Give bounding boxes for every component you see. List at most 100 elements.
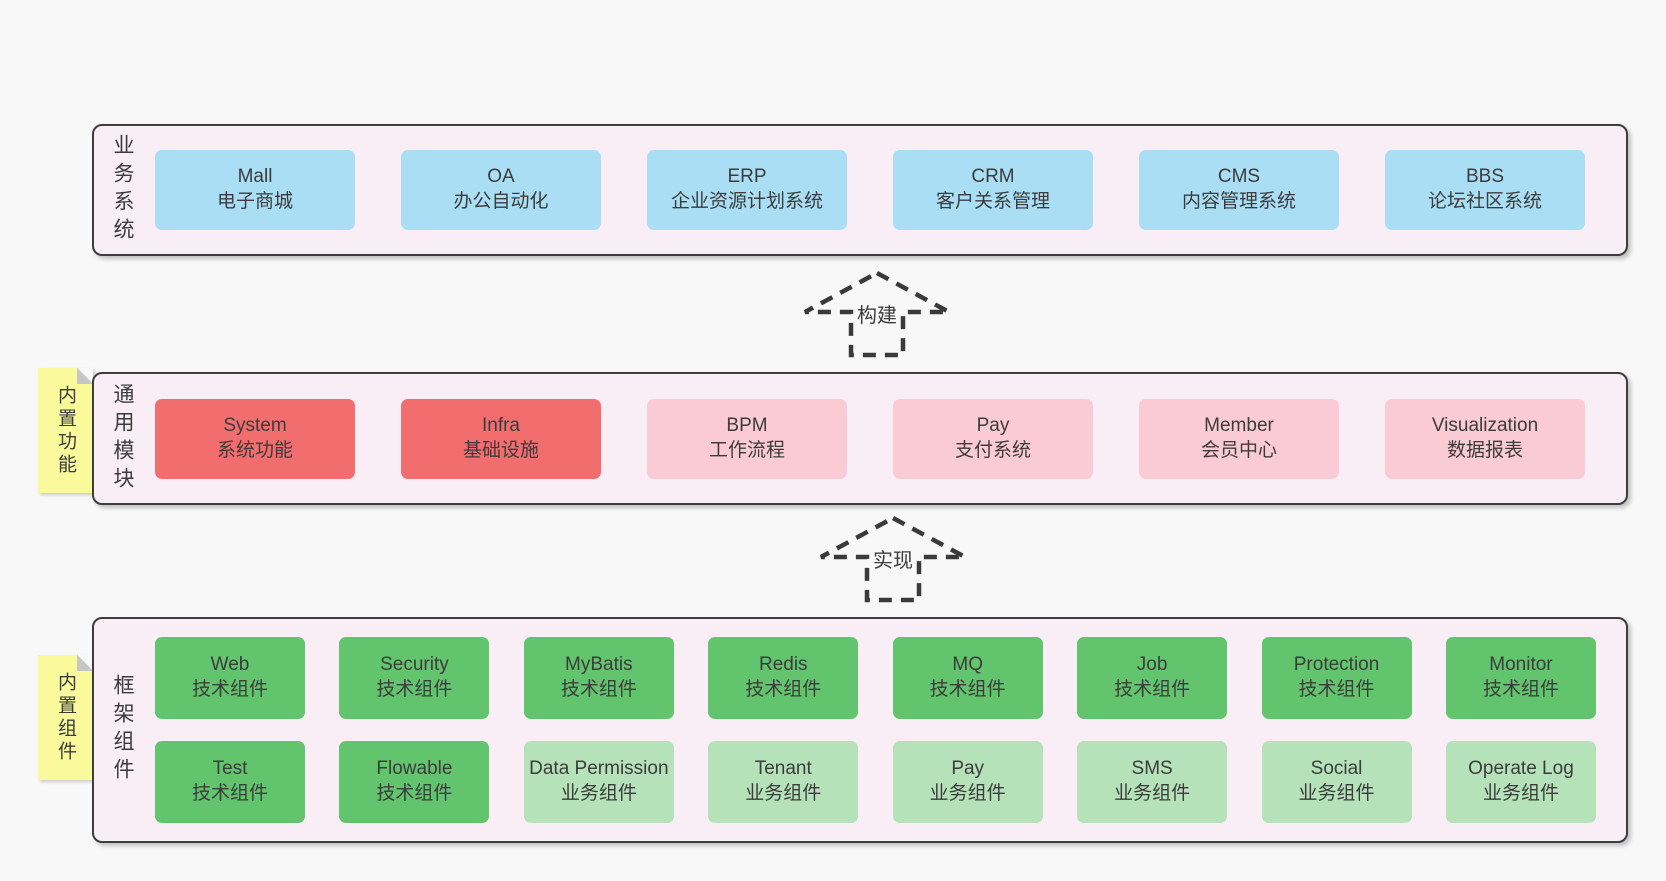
module-subtitle: 技术组件 (745, 679, 822, 700)
module-subtitle: 业务组件 (1114, 783, 1191, 804)
module-subtitle: 技术组件 (376, 679, 453, 700)
module-box: ERP 企业资源计划系统 (647, 150, 847, 230)
module-title: Visualization (1431, 414, 1539, 436)
module-title: Protection (1293, 654, 1380, 676)
arrow-build-label: 构建 (854, 299, 900, 328)
module-subtitle: 业务组件 (929, 783, 1006, 804)
module-title: Operate Log (1468, 758, 1574, 780)
module-title: Web (210, 654, 250, 676)
sticky-tag-built-in-components: 内置组件 (38, 655, 93, 780)
section-label: 业务系统 (111, 134, 134, 246)
module-subtitle: 电子商城 (216, 191, 293, 212)
module-box: Visualization 数据报表 (1385, 398, 1585, 479)
module-title: Pay (976, 414, 1010, 436)
up-arrow-icon (819, 515, 967, 603)
module-box: Pay 支付系统 (893, 398, 1093, 479)
module-title: Infra (481, 414, 521, 436)
module-box: Protection 技术组件 (1261, 637, 1412, 719)
module-subtitle: 技术组件 (1482, 679, 1559, 700)
module-title: Member (1204, 414, 1274, 436)
module-box: BPM 工作流程 (647, 398, 847, 479)
module-title: Pay (951, 758, 985, 780)
module-title: Security (380, 654, 449, 676)
module-subtitle: 会员中心 (1200, 439, 1277, 461)
module-title: CMS (1217, 166, 1261, 188)
module-box: MyBatis 技术组件 (523, 637, 674, 719)
module-title: Test (212, 758, 248, 780)
module-title: Data Permission (529, 758, 669, 780)
box-row: System 系统功能 Infra 基础设施 BPM 工作流程 Pay 支付系统… (155, 398, 1585, 479)
module-box: OA 办公自动化 (401, 150, 601, 230)
module-title: BPM (726, 414, 768, 436)
module-box: Redis 技术组件 (708, 637, 859, 719)
module-title: Mall (237, 166, 273, 188)
folded-corner-icon (77, 655, 93, 671)
section-label: 通用模块 (111, 382, 134, 495)
module-box: Test 技术组件 (155, 741, 305, 823)
module-box: Flowable 技术组件 (339, 741, 490, 823)
module-title: Flowable (376, 758, 453, 780)
module-subtitle: 企业资源计划系统 (670, 191, 823, 212)
module-title: Tenant (754, 758, 812, 780)
module-box: CMS 内容管理系统 (1139, 150, 1339, 230)
module-title: BBS (1465, 166, 1505, 188)
module-title: Social (1310, 758, 1363, 780)
module-title: CRM (971, 166, 1015, 188)
module-title: Monitor (1489, 654, 1553, 676)
module-box: Data Permission 业务组件 (523, 741, 674, 823)
box-row: Test 技术组件 Flowable 技术组件 Data Permission … (155, 741, 1596, 823)
module-subtitle: 技术组件 (191, 783, 268, 804)
section-label: 框架组件 (111, 674, 134, 786)
module-box: Tenant 业务组件 (708, 741, 859, 823)
module-box: System 系统功能 (155, 398, 355, 479)
module-box: Mall 电子商城 (155, 150, 355, 230)
up-arrow-icon (803, 270, 951, 358)
module-subtitle: 办公自动化 (453, 191, 549, 212)
section-common-modules: 通用模块 System 系统功能 Infra 基础设施 BPM 工作流程 Pay… (92, 372, 1628, 505)
module-box: Pay 业务组件 (892, 741, 1043, 823)
module-subtitle: 数据报表 (1446, 439, 1523, 461)
module-box: Social 业务组件 (1261, 741, 1412, 823)
module-subtitle: 论坛社区系统 (1427, 191, 1542, 212)
module-subtitle: 系统功能 (216, 439, 293, 461)
module-box: Security 技术组件 (339, 637, 490, 719)
module-box: SMS 业务组件 (1077, 741, 1228, 823)
module-title: System (223, 414, 287, 436)
module-title: OA (487, 166, 515, 188)
module-subtitle: 业务组件 (745, 783, 822, 804)
module-title: MyBatis (565, 654, 633, 676)
sticky-tag-built-in-features: 内置功能 (38, 368, 93, 493)
section-framework-components: 框架组件 Web 技术组件 Security 技术组件 MyBatis 技术组件… (92, 617, 1628, 843)
folded-corner-icon (77, 368, 93, 384)
module-box: CRM 客户关系管理 (893, 150, 1093, 230)
arrow-build: 构建 (802, 270, 952, 358)
module-subtitle: 技术组件 (191, 679, 268, 700)
module-subtitle: 业务组件 (1482, 783, 1559, 804)
box-row: Web 技术组件 Security 技术组件 MyBatis 技术组件 Redi… (155, 637, 1596, 719)
module-subtitle: 内容管理系统 (1181, 191, 1296, 212)
arrow-implement: 实现 (818, 515, 968, 603)
module-subtitle: 技术组件 (1114, 679, 1191, 700)
module-subtitle: 技术组件 (560, 679, 637, 700)
sticky-tag-label: 内置功能 (55, 384, 76, 477)
module-subtitle: 基础设施 (462, 439, 539, 461)
module-box: MQ 技术组件 (892, 637, 1043, 719)
arrow-implement-label: 实现 (870, 544, 916, 573)
module-subtitle: 工作流程 (708, 439, 785, 461)
module-box: BBS 论坛社区系统 (1385, 150, 1585, 230)
box-grid: Web 技术组件 Security 技术组件 MyBatis 技术组件 Redi… (155, 619, 1596, 841)
module-box: Operate Log 业务组件 (1445, 741, 1596, 823)
module-box: Job 技术组件 (1077, 637, 1228, 719)
box-row: Mall 电子商城 OA 办公自动化 ERP 企业资源计划系统 CRM 客户关系… (155, 150, 1585, 230)
module-subtitle: 业务组件 (560, 783, 637, 804)
module-title: ERP (727, 166, 767, 188)
module-box: Web 技术组件 (155, 637, 305, 719)
sticky-tag-label: 内置组件 (55, 671, 76, 764)
module-box: Member 会员中心 (1139, 398, 1339, 479)
module-title: SMS (1131, 758, 1173, 780)
box-grid: Mall 电子商城 OA 办公自动化 ERP 企业资源计划系统 CRM 客户关系… (155, 126, 1585, 254)
box-grid: System 系统功能 Infra 基础设施 BPM 工作流程 Pay 支付系统… (155, 374, 1585, 503)
module-title: Job (1136, 654, 1168, 676)
module-title: Redis (758, 654, 808, 676)
